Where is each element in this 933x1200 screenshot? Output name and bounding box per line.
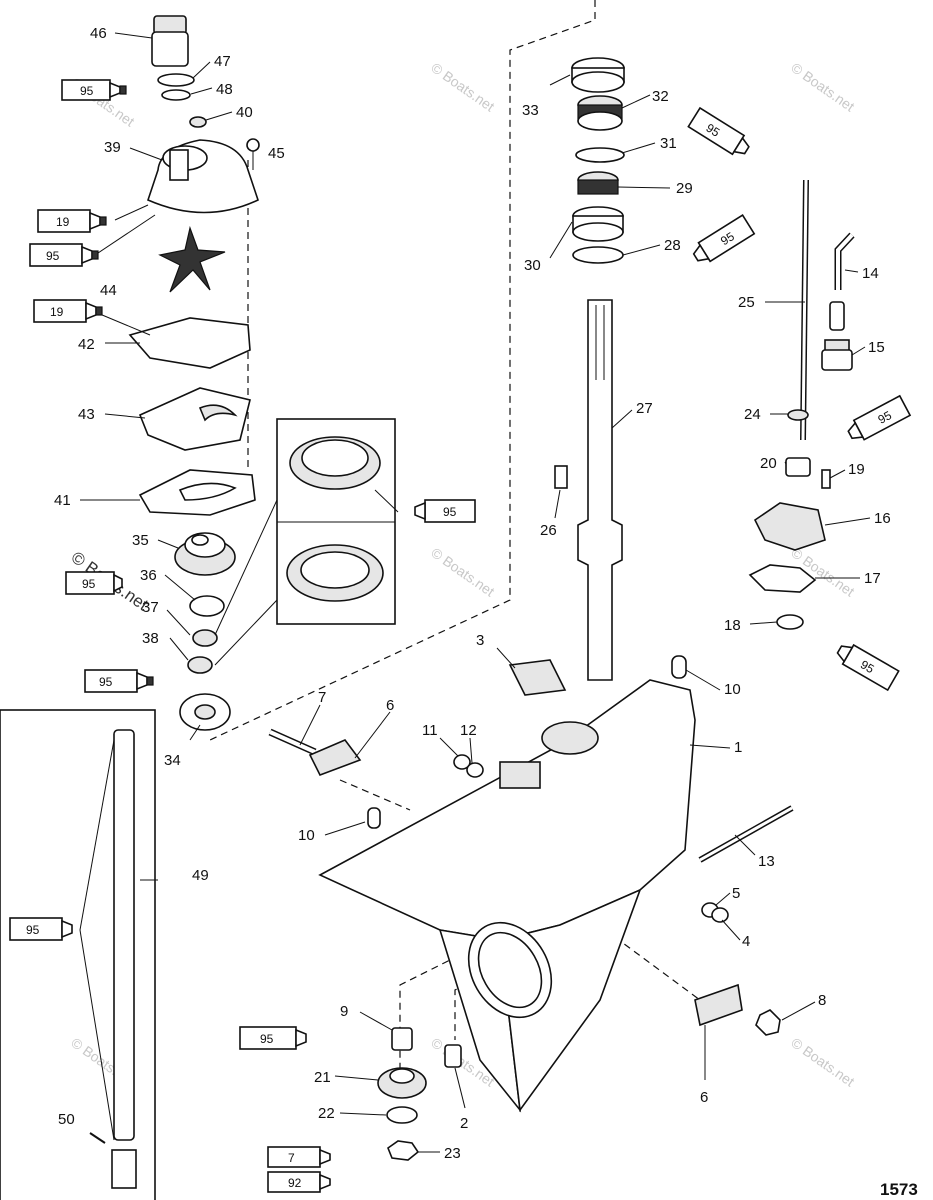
callout: 33 <box>522 102 539 119</box>
callout: 38 <box>142 630 159 647</box>
callout: 9 <box>340 1003 348 1020</box>
tube-label: 92 <box>288 1176 302 1190</box>
watermark: © Boats.net <box>428 59 497 114</box>
callout: 25 <box>738 294 755 311</box>
tube-label: 95 <box>46 249 60 263</box>
callout: 45 <box>268 145 285 162</box>
tube-label: 95 <box>443 505 457 519</box>
tube-label: 95 <box>99 675 113 689</box>
sealant-tubes: 95 19 95 19 95 95 95 95 95 95 95 95 95 7… <box>9 79 912 1193</box>
callout: 3 <box>476 632 484 649</box>
callout: 15 <box>868 339 885 356</box>
callout: 27 <box>636 400 653 417</box>
callout: 20 <box>760 455 777 472</box>
sealant-tube: 19 <box>37 209 107 233</box>
gear-housing <box>268 655 794 1161</box>
watermark: © Boats.net <box>788 1034 857 1089</box>
callout: 10 <box>298 827 315 844</box>
pinion-shaft-inset <box>0 709 158 1200</box>
callout: 4 <box>742 933 750 950</box>
sealant-tube: 95 <box>239 1026 307 1050</box>
callout: 29 <box>676 180 693 197</box>
callout: 30 <box>524 257 541 274</box>
sealant-tube: 95 <box>84 669 154 693</box>
sealant-tube: 95 <box>836 643 900 692</box>
tube-label: 95 <box>876 408 895 427</box>
callout: 16 <box>874 510 891 527</box>
callout: 34 <box>164 752 181 769</box>
callout: 40 <box>236 104 253 121</box>
sealant-tube: 92 <box>267 1171 331 1193</box>
figure-number: 1573 <box>880 1180 918 1199</box>
callout: 43 <box>78 406 95 423</box>
callout: 49 <box>192 867 209 884</box>
callout: 22 <box>318 1105 335 1122</box>
callout: 14 <box>862 265 879 282</box>
callout: 36 <box>140 567 157 584</box>
callouts: 46 47 48 40 39 45 44 42 43 41 35 36 37 3… <box>54 25 891 1162</box>
callout: 44 <box>100 282 117 299</box>
tube-label: 95 <box>80 84 94 98</box>
driveshaft-parts <box>554 57 855 681</box>
callout: 42 <box>78 336 95 353</box>
callout: 6 <box>386 697 394 714</box>
callout: 11 <box>422 722 438 739</box>
callout: 6 <box>700 1089 708 1106</box>
callout: 12 <box>460 722 477 739</box>
callout: 48 <box>216 81 233 98</box>
callout: 39 <box>104 139 121 156</box>
callout: 1 <box>734 739 742 756</box>
tube-label: 95 <box>26 923 40 937</box>
callout: 47 <box>214 53 231 70</box>
sealant-tube: 95 <box>847 394 912 441</box>
sealant-tube: 95 <box>9 917 73 941</box>
tube-label: 19 <box>50 305 64 319</box>
callout: 7 <box>318 689 326 706</box>
callout: 41 <box>54 492 71 509</box>
callout: 2 <box>460 1115 468 1132</box>
callout: 18 <box>724 617 741 634</box>
sealant-tube: 19 <box>33 299 103 323</box>
callout: 26 <box>540 522 557 539</box>
callout: 31 <box>660 135 677 152</box>
callout: 8 <box>818 992 826 1009</box>
sealant-tube: 95 <box>65 571 123 595</box>
callout: 24 <box>744 406 761 423</box>
callout: 37 <box>142 599 159 616</box>
sealant-tube: 7 <box>267 1146 331 1168</box>
tube-label: 95 <box>858 657 877 676</box>
callout: 5 <box>732 885 740 902</box>
callout: 28 <box>664 237 681 254</box>
callout: 10 <box>724 681 741 698</box>
callout: 50 <box>58 1111 75 1128</box>
tube-label: 95 <box>82 577 96 591</box>
tube-label: 19 <box>56 215 70 229</box>
callout: 23 <box>444 1145 461 1162</box>
callout: 46 <box>90 25 107 42</box>
leader-lines <box>80 32 871 1153</box>
callout: 21 <box>314 1069 331 1086</box>
callout: 19 <box>848 461 865 478</box>
sealant-tube: 95 <box>692 214 756 263</box>
tube-label: 7 <box>288 1151 295 1165</box>
sealant-tube: 95 <box>687 106 750 156</box>
callout: 35 <box>132 532 149 549</box>
sealant-tube: 95 <box>414 499 476 523</box>
sealant-tube: 95 <box>29 243 99 267</box>
callout: 32 <box>652 88 669 105</box>
watermark: © Boats.net <box>428 544 497 599</box>
callout: 13 <box>758 853 775 870</box>
tube-label: 95 <box>260 1032 274 1046</box>
water-pump-parts <box>128 15 396 731</box>
watermark: © Boats.net <box>788 59 857 114</box>
callout: 17 <box>864 570 881 587</box>
sealant-tube: 95 <box>61 79 127 101</box>
